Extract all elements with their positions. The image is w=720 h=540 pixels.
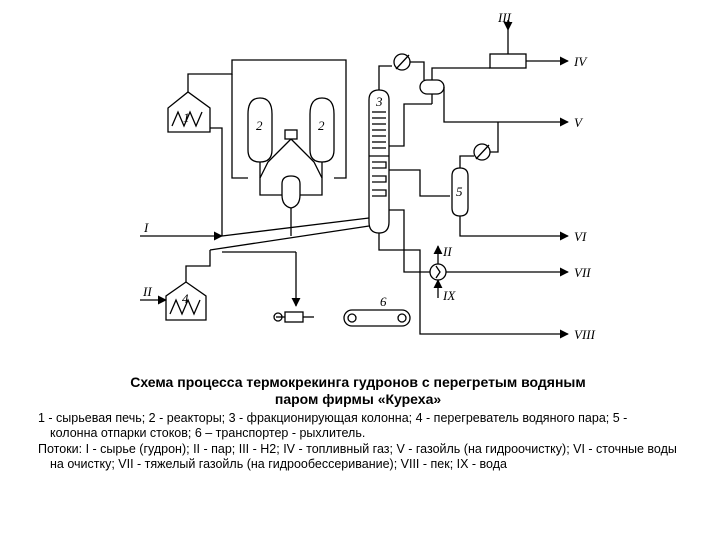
separator-drum <box>419 79 445 104</box>
caption-equipment-legend: 1 - сырьевая печь; 2 - реакторы; 3 - фра… <box>38 411 628 440</box>
caption-title-line2: паром фирмы «Куреха» <box>274 391 442 407</box>
label-stream-II-condenser: II <box>442 244 452 259</box>
label-superheater: 4 <box>182 291 189 306</box>
reactor-piping <box>259 138 323 236</box>
label-column: 3 <box>375 94 383 109</box>
label-stream-VII: VII <box>574 265 591 280</box>
feed-line <box>140 59 370 253</box>
label-conveyor: 6 <box>380 294 387 309</box>
caption-title-line1: Схема процесса термокрекинга гудронов с … <box>130 374 586 390</box>
label-stripper: 5 <box>456 184 463 199</box>
label-stream-IX: IX <box>442 288 456 303</box>
label-reactor-left: 2 <box>256 118 263 133</box>
steam-superheater <box>140 250 211 321</box>
stripper-feed <box>389 122 569 241</box>
reactor-left <box>247 97 273 163</box>
fractionating-column <box>368 89 390 234</box>
pitch-drop <box>273 252 314 323</box>
label-stream-III: III <box>497 10 512 25</box>
caption-title: Схема процесса термокрекинга гудронов с … <box>38 374 678 408</box>
center-receiver <box>281 129 301 209</box>
conveyor <box>343 309 411 327</box>
label-furnace: 1 <box>183 110 190 125</box>
figure-caption: Схема процесса термокрекинга гудронов с … <box>38 374 678 473</box>
caption-streams-legend: Потоки: I - сырье (гудрон); II - пар; II… <box>38 442 677 471</box>
pitch-line <box>378 233 569 339</box>
process-flow-diagram: 1 2 2 3 4 5 6 I II II III IV V VI VII VI… <box>140 10 596 342</box>
reactor-right <box>309 97 335 163</box>
overhead-line <box>378 53 425 90</box>
feed-furnace <box>167 91 211 133</box>
label-reactor-right: 2 <box>318 118 325 133</box>
label-stream-IV: IV <box>573 54 588 69</box>
gasoil-line <box>389 87 569 147</box>
label-stream-I: I <box>143 220 149 235</box>
label-stream-II-steam: II <box>142 284 152 299</box>
heavy-gasoil-line <box>389 209 569 298</box>
label-stream-V: V <box>574 115 584 130</box>
fuel-gas-line <box>431 20 569 80</box>
label-stream-VIII: VIII <box>574 327 596 342</box>
label-stream-VI: VI <box>574 229 587 244</box>
